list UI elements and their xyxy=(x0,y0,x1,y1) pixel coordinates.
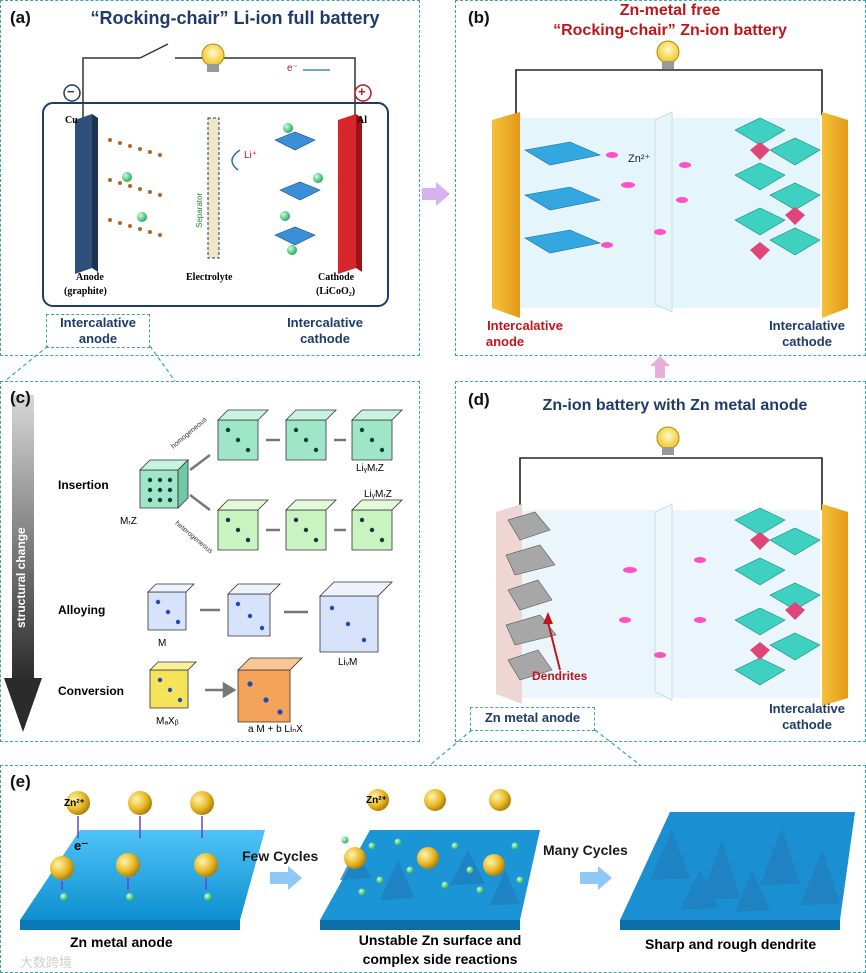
panel-b-left-label-1: Intercalative xyxy=(487,318,563,333)
panel-b-left-label-2: anode xyxy=(485,334,525,349)
electrolyte-label: Electrolyte xyxy=(186,272,233,283)
panel-a-title: “Rocking-chair” Li-ion full battery xyxy=(90,8,380,28)
al-label: Al xyxy=(357,115,367,126)
panel-d-battery xyxy=(496,426,848,706)
separator-label: Separator xyxy=(195,192,204,228)
zn-ion-label-1: Zn²⁺ xyxy=(64,798,85,809)
dendrites-label: Dendrites xyxy=(532,669,588,683)
panel-b-title-line1: Zn-metal free xyxy=(619,2,721,19)
panel-b xyxy=(455,0,866,356)
panel-d-title: Zn-ion battery with Zn metal anode xyxy=(542,397,808,414)
cathode-material: (LiCoO₂) xyxy=(316,286,356,297)
panel-d-cathode-label-1: Intercalative xyxy=(769,701,845,716)
panel-b-label: (b) xyxy=(468,8,490,27)
panel-e-label: (e) xyxy=(10,772,31,791)
panel-b-right-label-1: Intercalative xyxy=(769,318,845,333)
cathode-name: Cathode xyxy=(318,272,355,283)
zn-metal-anode-box xyxy=(470,707,595,731)
structural-change-arrow xyxy=(4,395,42,732)
watermark: 大数跨境 xyxy=(20,955,73,970)
panel-b-title-line2: “Rocking-chair” Zn-ion battery xyxy=(553,22,787,39)
insertion-label: Insertion xyxy=(58,478,109,492)
intercalative-cathode-line2: cathode xyxy=(300,331,350,346)
arrow-a-to-b xyxy=(422,182,450,206)
anode-material: (graphite) xyxy=(64,286,107,297)
panel-a xyxy=(0,0,420,356)
electron-label: e⁻ xyxy=(287,63,298,74)
anode-name: Anode xyxy=(76,272,104,283)
zn-ion-label: Zn²⁺ xyxy=(628,153,651,165)
conversion-product-label: a M + b LiₙX xyxy=(248,724,303,735)
arrow-d-to-b xyxy=(650,356,670,378)
panel-a-circuit xyxy=(42,43,389,307)
intercalative-anode-line1: Intercalative xyxy=(60,315,136,330)
cu-label: Cu xyxy=(65,115,78,126)
intercalative-anode-box xyxy=(46,314,150,348)
mrz-label: MᵣZ xyxy=(120,516,137,527)
caption-zn-anode: Zn metal anode xyxy=(70,934,173,950)
m-label: M xyxy=(158,638,167,649)
panel-a-label: (a) xyxy=(10,8,31,27)
panel-b-battery xyxy=(492,40,848,318)
liwm-label: LiᵥM xyxy=(338,657,358,668)
cube-dots xyxy=(147,427,385,543)
alloying-label: Alloying xyxy=(58,603,106,617)
panel-c-label: (c) xyxy=(10,388,31,407)
structural-change-label: structural change xyxy=(14,527,28,628)
minus-terminal: − xyxy=(67,84,75,99)
zn-metal-anode-label: Zn metal anode xyxy=(484,710,581,725)
conversion-label: Conversion xyxy=(58,684,125,698)
zn-ion-label-2: Zn²⁺ xyxy=(366,795,387,806)
caption-unstable-line2: complex side reactions xyxy=(362,951,518,967)
panel-d xyxy=(455,381,866,742)
many-cycles-label: Many Cycles xyxy=(543,842,628,858)
intercalative-cathode-line1: Intercalative xyxy=(287,315,363,330)
liymrz-top-label: LiᵧMᵣZ xyxy=(356,463,384,474)
caption-unstable-line1: Unstable Zn surface and xyxy=(358,932,522,948)
few-cycles-label: Few Cycles xyxy=(242,848,319,864)
li-ion-label: Li⁺ xyxy=(244,150,258,161)
panel-b-right-label-2: cathode xyxy=(782,334,832,349)
panel-c xyxy=(0,381,420,742)
liymrz-bottom-label: LiᵧMᵣZ xyxy=(364,489,392,500)
panel-d-cathode-label-2: cathode xyxy=(782,717,832,732)
panel-d-label: (d) xyxy=(468,390,490,409)
intercalative-anode-line2: anode xyxy=(78,331,118,346)
maxb-label: MₐXᵦ xyxy=(156,716,179,727)
caption-dendrite: Sharp and rough dendrite xyxy=(645,936,817,952)
panel-e-illustration xyxy=(20,789,855,930)
electron-label-e: e⁻ xyxy=(74,838,89,853)
plus-terminal: + xyxy=(358,84,366,99)
